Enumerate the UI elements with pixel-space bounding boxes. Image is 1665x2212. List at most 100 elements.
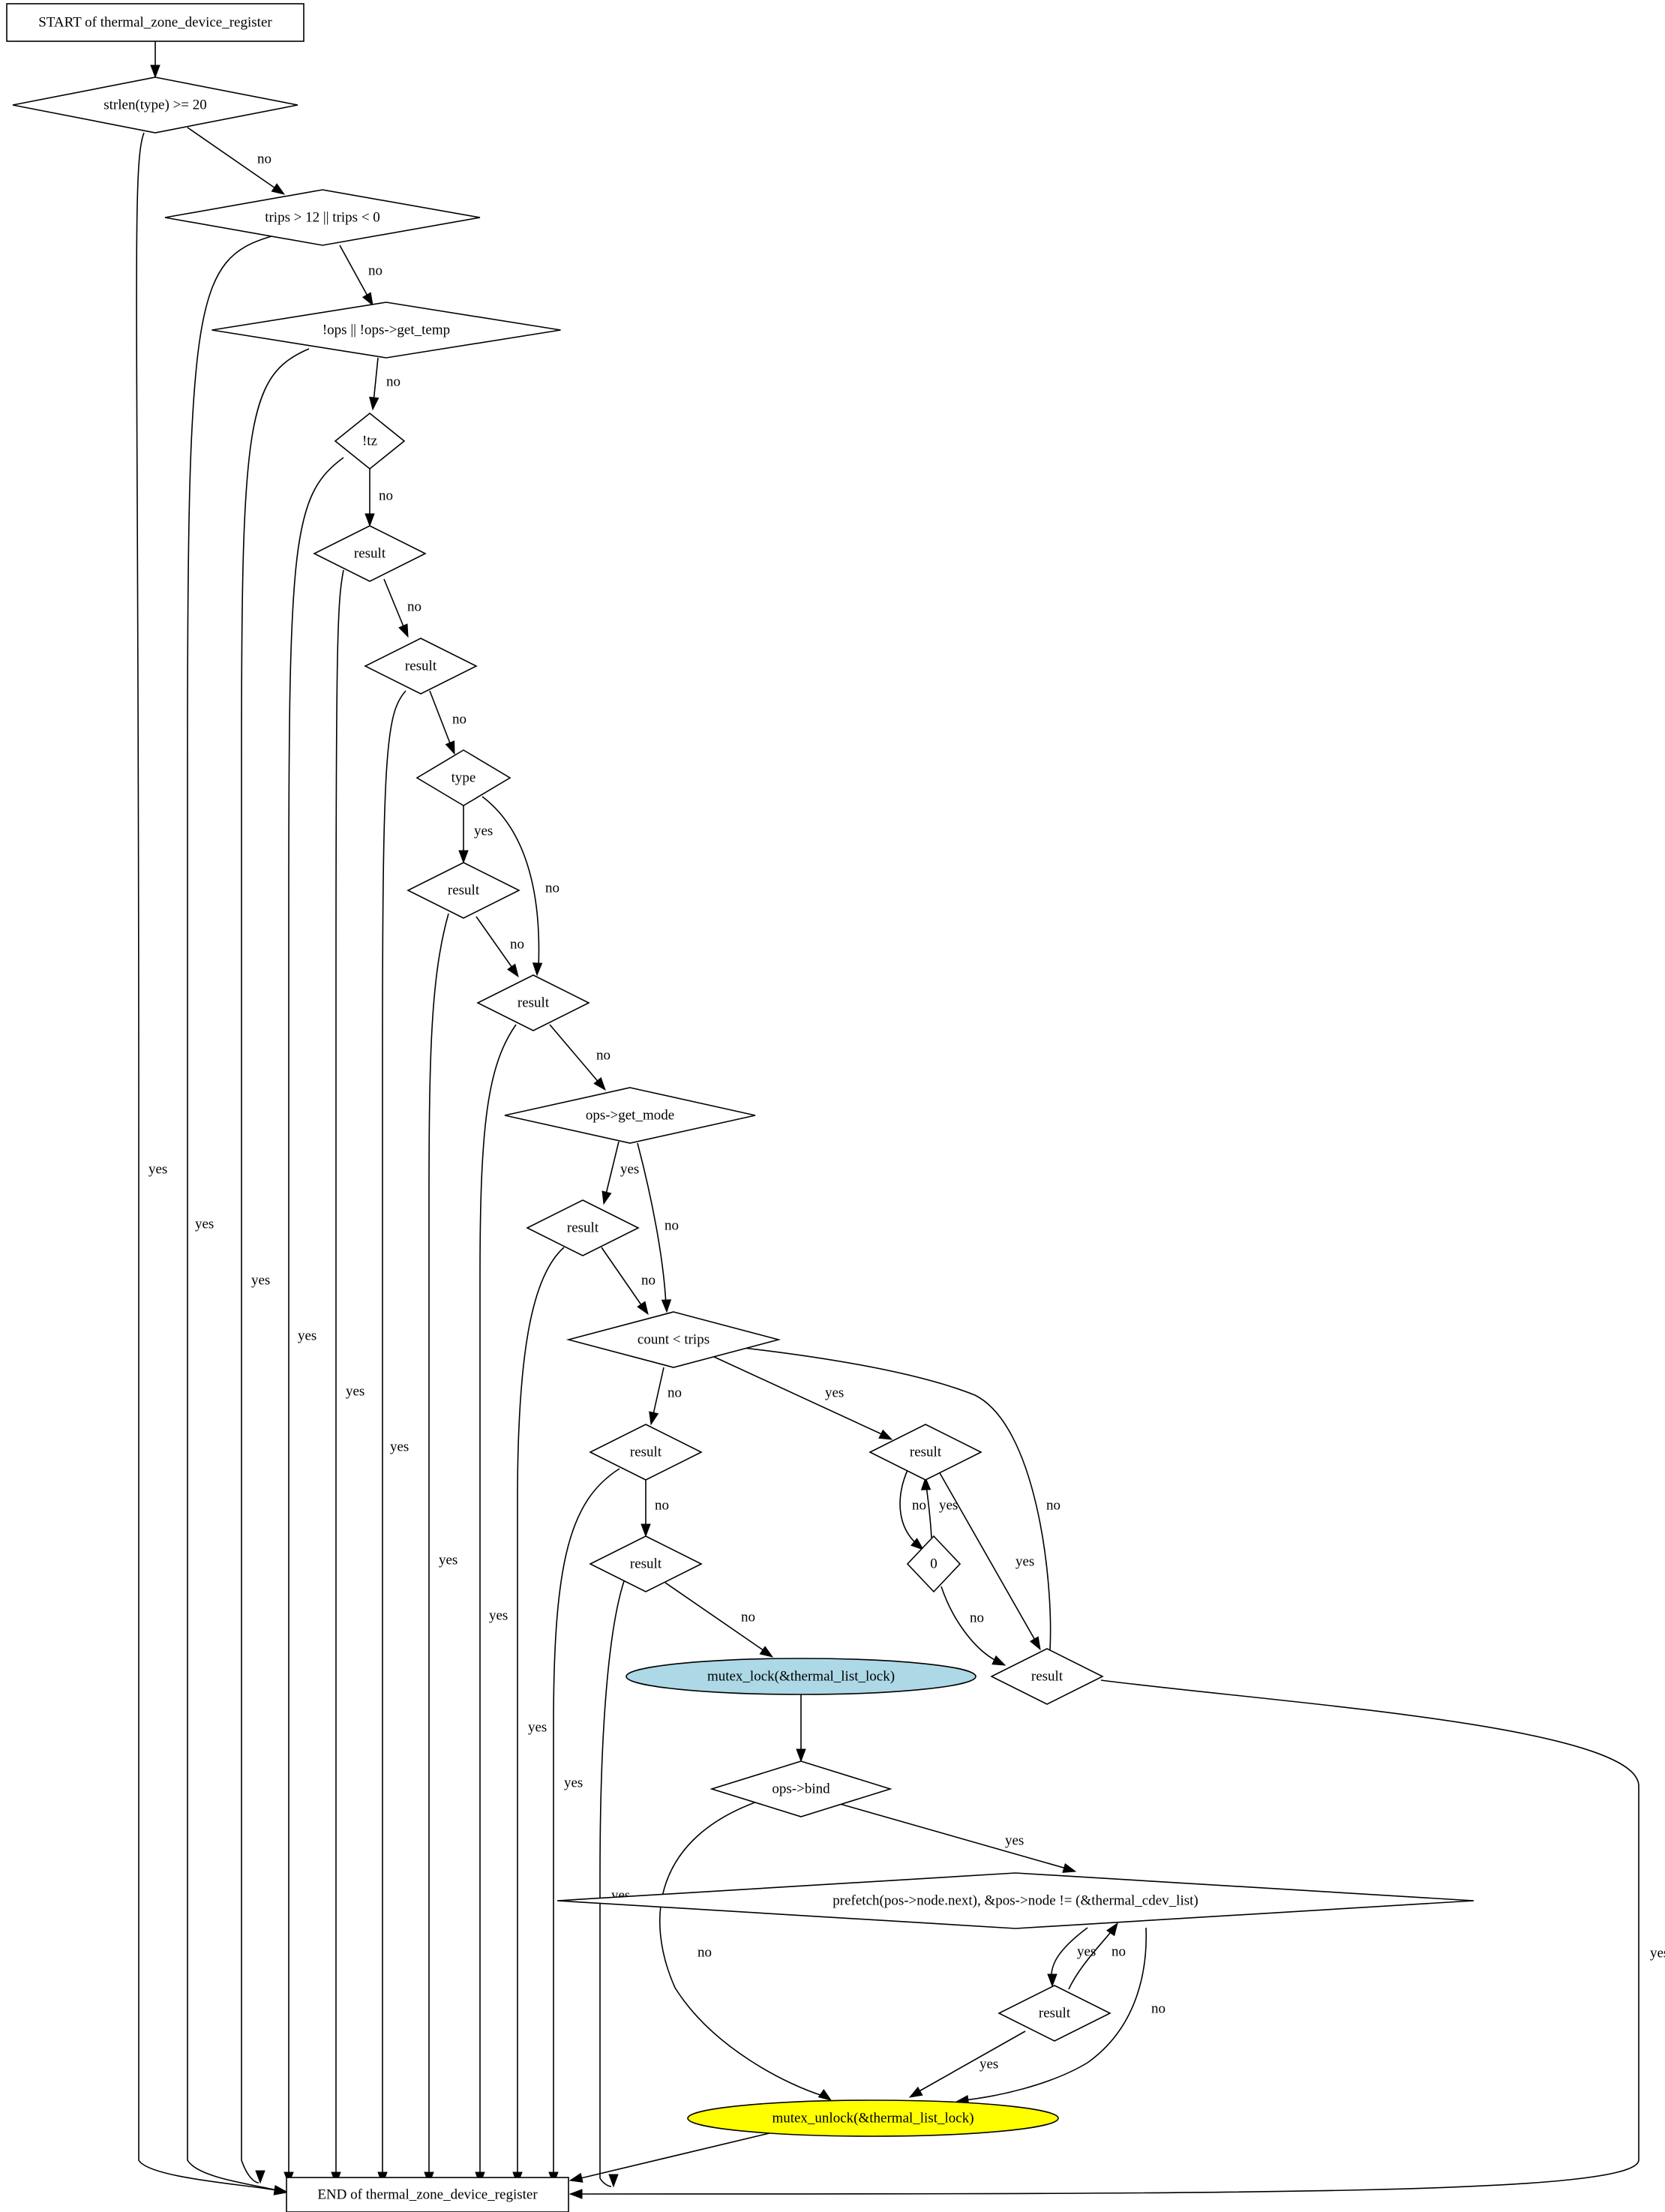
arrowhead xyxy=(818,2089,832,2101)
node-d19: prefetch(pos->node.next), &pos->node != … xyxy=(556,1872,1474,1929)
arrowhead xyxy=(908,2086,923,2098)
edge-line xyxy=(241,348,310,2183)
node-label: prefetch(pos->node.next), &pos->node != … xyxy=(832,1892,1198,1908)
diamond-shape xyxy=(589,1424,703,1481)
edge-label: no xyxy=(970,1610,984,1625)
node-start: START of thermal_zone_device_register xyxy=(6,3,304,42)
node-label: mutex_lock(&thermal_list_lock) xyxy=(707,1668,895,1684)
diamond-shape xyxy=(313,525,427,582)
edge-d6-to-d7: no xyxy=(429,690,466,755)
edge-label: no xyxy=(698,1944,712,1960)
edge-label: no xyxy=(641,1272,656,1288)
diamond-shape xyxy=(526,1199,640,1256)
arrowhead xyxy=(271,183,286,195)
edge-label: no xyxy=(912,1497,926,1513)
node-d11: result xyxy=(526,1199,640,1256)
arrowhead xyxy=(759,1646,774,1658)
edge-line xyxy=(479,1024,517,2178)
edge-d8-to-d9: no xyxy=(476,916,524,978)
arrowhead xyxy=(255,2170,266,2184)
edge-line xyxy=(839,1803,1070,1870)
arrowhead xyxy=(458,850,469,864)
edge-d17-to-end: yes xyxy=(568,1679,1665,2199)
arrowhead xyxy=(362,292,374,307)
diamond-shape xyxy=(998,1985,1112,2042)
edge-d18-to-unlock: no xyxy=(658,1799,832,2101)
box-shape xyxy=(286,2177,569,2212)
edge-label: yes xyxy=(620,1161,639,1177)
edge-label: no xyxy=(545,880,560,896)
arrowhead xyxy=(920,1476,932,1490)
arrowhead xyxy=(661,1299,672,1313)
node-d15: result xyxy=(868,1424,982,1481)
arrowhead xyxy=(568,2189,583,2199)
diamond-shape xyxy=(416,749,512,806)
edge-line xyxy=(187,127,278,191)
diamond-shape xyxy=(556,1872,1474,1929)
edge-line xyxy=(187,236,280,2192)
edge-line xyxy=(664,1582,767,1653)
diamond-shape xyxy=(504,1087,756,1144)
edge-label: no xyxy=(452,711,466,727)
edge-d13-to-d14: no xyxy=(640,1480,669,1538)
edge-d20-to-unlock: yes xyxy=(908,2030,1026,2098)
node-label: !ops || !ops->get_temp xyxy=(322,322,450,338)
edge-d2-to-d3: no xyxy=(339,245,382,307)
edge-line xyxy=(601,1247,644,1309)
edge-d3-to-d4: no xyxy=(369,357,400,411)
arrowhead xyxy=(796,1748,806,1763)
edge-line xyxy=(1068,1928,1114,1990)
edge-line xyxy=(288,457,344,2178)
edge-line xyxy=(549,1024,601,1085)
edge-d8-to-end: yes xyxy=(424,913,458,2186)
node-label: ops->get_mode xyxy=(586,1107,674,1123)
edge-line xyxy=(482,796,540,968)
node-d4: !tz xyxy=(334,412,406,470)
node-label: result xyxy=(567,1220,599,1235)
arrowhead xyxy=(608,2174,619,2188)
node-label: ops->bind xyxy=(772,1781,830,1796)
arrowhead xyxy=(364,513,375,527)
edge-line xyxy=(940,1586,998,1662)
arrowhead xyxy=(637,1301,649,1316)
node-d9: result xyxy=(476,974,590,1031)
edge-d18-to-d19: yes xyxy=(839,1803,1077,1873)
edge-label: no xyxy=(1151,2000,1166,2016)
node-d6: result xyxy=(364,638,478,695)
node-label: result xyxy=(1039,2005,1071,2021)
edge-label: yes xyxy=(1077,1943,1096,1959)
node-label: result xyxy=(1031,1668,1064,1684)
edge-label: no xyxy=(596,1047,610,1063)
edge-line xyxy=(383,578,406,631)
edge-line xyxy=(429,690,452,748)
edge-label: yes xyxy=(825,1385,844,1400)
node-d1: strlen(type) >= 20 xyxy=(12,77,298,134)
node-label: result xyxy=(630,1556,662,1571)
node-label: result xyxy=(448,882,480,898)
node-d14: result xyxy=(589,1535,703,1592)
node-label: END of thermal_zone_device_register xyxy=(317,2186,538,2202)
edge-label: no xyxy=(655,1497,669,1513)
arrowhead xyxy=(1029,1636,1041,1651)
box-shape xyxy=(6,3,304,42)
arrowhead xyxy=(445,740,455,755)
edge-d12-to-d15: yes xyxy=(712,1355,893,1440)
diamond-shape xyxy=(566,1311,782,1368)
diamond-shape xyxy=(334,412,406,470)
edge-d11-to-d12: no xyxy=(601,1247,656,1316)
arrowhead xyxy=(992,1655,1006,1666)
edge-d9-to-d10: no xyxy=(549,1024,610,1091)
node-d3: !ops || !ops->get_temp xyxy=(212,302,561,359)
edge-d15-to-d16: no xyxy=(899,1469,926,1550)
edge-label: yes xyxy=(564,1775,583,1790)
arrowhead xyxy=(910,1538,925,1550)
diamond-shape xyxy=(12,77,298,134)
arrowhead xyxy=(640,1523,651,1538)
node-d5: result xyxy=(313,525,427,582)
node-label: !tz xyxy=(362,433,377,449)
diamond-shape xyxy=(406,862,520,919)
edge-line xyxy=(577,1679,1640,2195)
edge-d3-to-end: yes xyxy=(241,348,310,2184)
edge-d5-to-d6: no xyxy=(383,578,422,638)
